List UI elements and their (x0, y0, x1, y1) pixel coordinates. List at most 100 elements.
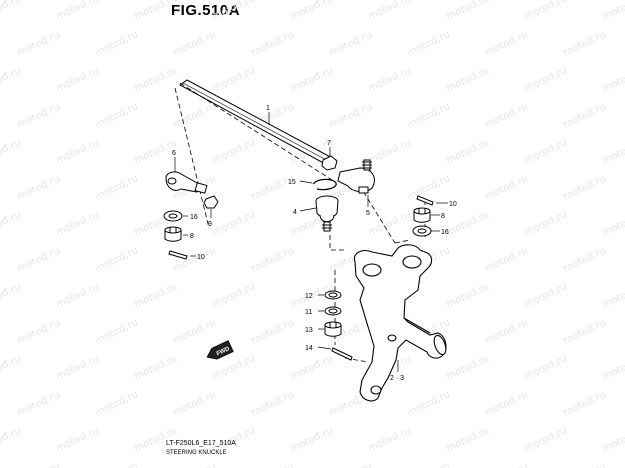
watermark-text: motod.ru (16, 173, 62, 202)
tie-rod-end-left[interactable] (165, 171, 208, 194)
watermark-text: motod.ru (328, 29, 374, 58)
watermark-text: motod.ru (601, 353, 625, 382)
watermark-text: motod.ru (133, 0, 179, 23)
watermark-text: motod.ru (250, 389, 296, 418)
watermark-text: motod.ru (172, 101, 218, 130)
watermark-text: motod.ru (562, 101, 608, 130)
watermark-text: motod.ru (172, 245, 218, 274)
watermark-text: motod.ru (250, 173, 296, 202)
lock-nut-7[interactable] (321, 155, 338, 171)
watermark-text: motod.ru (445, 137, 491, 166)
watermark-text: motod.ru (445, 65, 491, 94)
watermark-text: motod.ru (0, 425, 23, 454)
watermark-text: motod.ru (601, 0, 625, 23)
watermark-text: motod.ru (367, 137, 413, 166)
watermark-text: motod.ru (211, 281, 257, 310)
callout-labels: 1 7 15 4 5 6 9 16 8 10 10 8 16 12 11 13 … (172, 105, 457, 382)
watermark-text: motod.ru (484, 389, 530, 418)
watermark-text: motod.ru (211, 137, 257, 166)
watermark-text: motod.ru (562, 461, 608, 468)
watermark-text: motod.ru (484, 173, 530, 202)
watermark-text: motod.ru (523, 353, 569, 382)
snap-ring-15[interactable] (312, 178, 337, 191)
watermark-text: motod.ru (0, 209, 23, 238)
watermark-text: motod.ru (94, 245, 140, 274)
watermark-text: motod.ru (211, 209, 257, 238)
figure-caption: STEERING KNUCKLE (166, 450, 227, 456)
watermark-text: motod.ru (328, 101, 374, 130)
watermark-text: motod.ru (445, 425, 491, 454)
watermark-text: motod.ru (94, 173, 140, 202)
watermark-text: motod.ru (133, 353, 179, 382)
callout-7: 7 (327, 140, 331, 147)
watermark-text: motod.ru (94, 29, 140, 58)
watermark-text: motod.ru (55, 209, 101, 238)
watermark-text: motod.ru (406, 389, 452, 418)
watermark-text: motod.ru (406, 101, 452, 130)
watermark-text: motod.ru (16, 101, 62, 130)
watermark-text: motod.ru (172, 461, 218, 468)
watermark-text: motod.ru (55, 65, 101, 94)
washer-12[interactable] (324, 290, 342, 300)
watermark-text: motod.ru (250, 461, 296, 468)
tie-rod[interactable] (179, 79, 337, 167)
callout-16-right: 16 (441, 229, 449, 236)
watermark-text: motod.ru (94, 317, 140, 346)
watermark-text: motod.ru (16, 389, 62, 418)
watermark-text: motod.ru (55, 281, 101, 310)
cotter-pin-14[interactable] (331, 347, 353, 361)
callout-16-left: 16 (190, 214, 198, 221)
watermark-text: motod.ru (172, 317, 218, 346)
lock-nut-9[interactable] (203, 195, 219, 209)
watermark-text: motod.ru (484, 29, 530, 58)
watermark-text: motod.ru (55, 353, 101, 382)
watermark-text: motod.ru (484, 317, 530, 346)
watermark-text: motod.ru (601, 209, 625, 238)
callout-5: 5 (366, 210, 370, 217)
watermark-text: motod.ru (562, 245, 608, 274)
watermark-text: motod.ru (172, 29, 218, 58)
callout-13: 13 (305, 327, 313, 334)
watermark-text: motod.ru (523, 0, 569, 23)
drawing-code: LT-F250L6_E17_510A (166, 440, 236, 447)
callout-12: 12 (305, 293, 313, 300)
washer-16-right[interactable] (412, 225, 432, 237)
watermark-text: motod.ru (133, 281, 179, 310)
watermark-text: motod.ru (16, 245, 62, 274)
watermark-text: motod.ru (484, 101, 530, 130)
watermark-text: motod.ru (172, 389, 218, 418)
watermark-text: motod.ru (94, 389, 140, 418)
castle-nut-13[interactable] (324, 321, 342, 337)
steering-knuckle[interactable] (353, 244, 448, 402)
watermark-text: motod.ru (16, 461, 62, 468)
tie-rod-end-right[interactable] (337, 159, 375, 194)
watermark-text: motod.ru (0, 0, 23, 23)
figure-title: FIG.510A (171, 2, 241, 19)
watermark-text: motod.ru (601, 65, 625, 94)
watermark-text: motod.ru (406, 29, 452, 58)
callout-9: 9 (208, 221, 212, 228)
watermark-text: motod.ru (523, 137, 569, 166)
washer-16-left[interactable] (163, 210, 183, 222)
castle-nut-8-right[interactable] (413, 207, 431, 223)
watermark-text: motod.ru (523, 425, 569, 454)
watermark-text: motod.ru (0, 65, 23, 94)
watermark-text: motod.ru (601, 425, 625, 454)
cotter-pin-10-right[interactable] (416, 195, 434, 206)
washer-11[interactable] (324, 306, 342, 316)
watermark-text: motod.ru (367, 0, 413, 23)
watermark-text: motod.ru (523, 281, 569, 310)
watermark-text: motod.ru (250, 317, 296, 346)
watermark-text: motod.ru (289, 353, 335, 382)
watermark-text: motod.ru (289, 65, 335, 94)
fwd-direction-badge: FWD (206, 340, 234, 360)
watermark-text: motod.ru (406, 173, 452, 202)
castle-nut-8-left[interactable] (164, 226, 182, 242)
callout-2-3: 2 · 3 (390, 375, 404, 382)
cotter-pin-10-left[interactable] (168, 250, 188, 260)
watermark-text: motod.ru (0, 137, 23, 166)
watermark-text: motod.ru (16, 317, 62, 346)
ball-joint-4[interactable] (315, 195, 339, 232)
